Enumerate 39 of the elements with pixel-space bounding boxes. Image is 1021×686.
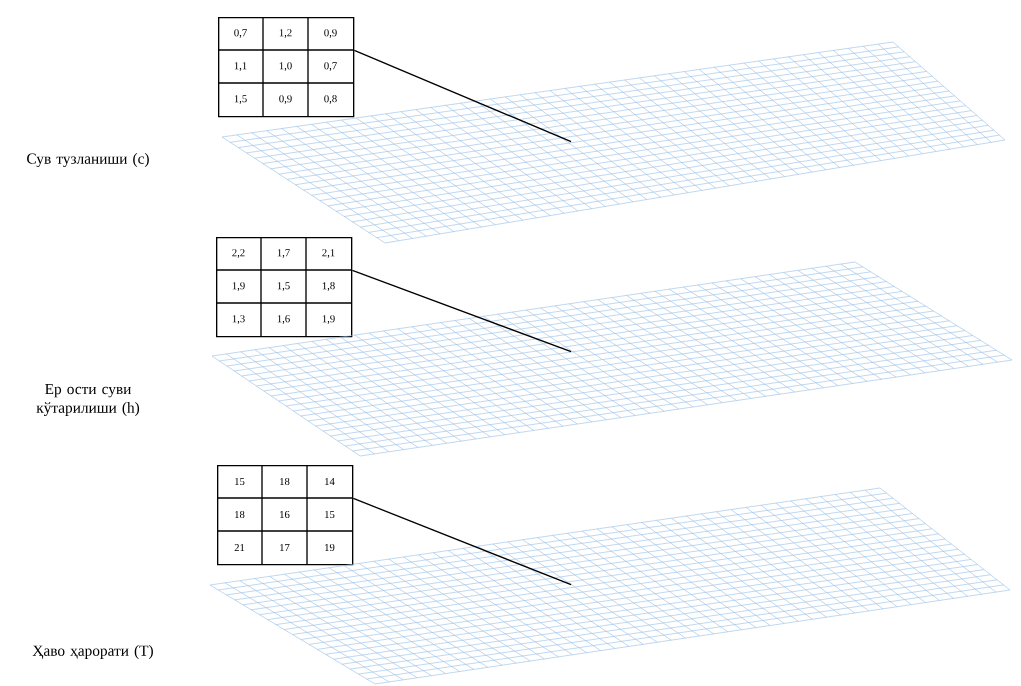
table-cell: 2,1 bbox=[322, 249, 335, 258]
layer-label: Ҳаво ҳарорати (T) bbox=[32, 645, 153, 659]
table-cell: 15 bbox=[235, 477, 245, 486]
table-cell: 0,9 bbox=[324, 29, 337, 38]
table-cell: 1,9 bbox=[232, 282, 245, 291]
table-cell: 21 bbox=[234, 543, 245, 552]
leader-line bbox=[353, 49, 572, 143]
grid-plane bbox=[211, 261, 1013, 457]
data-table bbox=[215, 236, 353, 338]
table-cell: 14 bbox=[325, 478, 335, 486]
table-cell: 15 bbox=[325, 510, 335, 519]
table-cell: 0,9 bbox=[279, 95, 292, 104]
table-cell: 1,8 bbox=[322, 282, 335, 291]
table-cell: 1,5 bbox=[277, 282, 290, 291]
layer-label: Сув тузланиши (c) bbox=[27, 153, 149, 167]
leader-line bbox=[352, 497, 572, 586]
table-cell: 16 bbox=[280, 510, 290, 519]
table-cell: 2,2 bbox=[232, 249, 245, 258]
table-cell: 0,7 bbox=[324, 62, 337, 71]
table-cell: 0,8 bbox=[324, 95, 337, 104]
layer-label: Ер ости суви кўтарилиши (h) bbox=[36, 384, 140, 416]
leader-line bbox=[351, 269, 572, 353]
table-cell: 1,1 bbox=[234, 62, 247, 71]
table-cell: 1,0 bbox=[279, 62, 292, 71]
table-cell: 19 bbox=[325, 543, 335, 552]
table-cell: 18 bbox=[235, 510, 245, 519]
table-cell: 1,2 bbox=[279, 29, 292, 38]
table-cell: 18 bbox=[280, 477, 290, 486]
data-table bbox=[216, 464, 354, 566]
table-cell: 1,5 bbox=[234, 95, 247, 104]
table-cell: 1,9 bbox=[322, 315, 335, 324]
data-table bbox=[217, 16, 355, 118]
table-cell: 1,7 bbox=[277, 249, 290, 258]
table-cell: 0,7 bbox=[234, 29, 247, 38]
grid-plane bbox=[209, 487, 1011, 685]
grid-plane bbox=[221, 41, 1006, 244]
table-cell: 17 bbox=[280, 544, 290, 552]
table-cell: 1,3 bbox=[232, 315, 245, 324]
table-cell: 1,6 bbox=[277, 315, 290, 324]
